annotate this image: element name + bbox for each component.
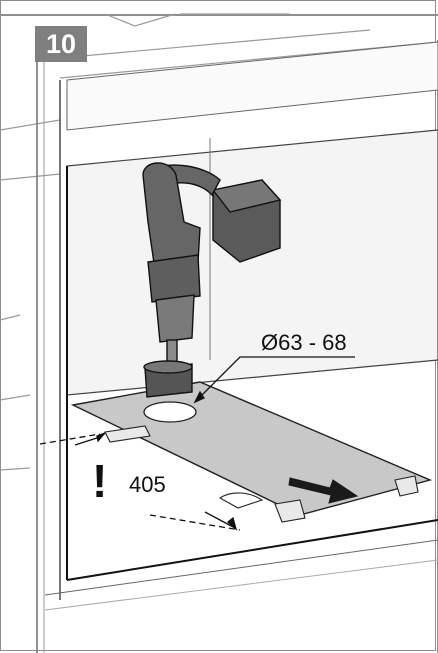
drill-icon: [142, 162, 282, 398]
hole-diameter-label: Ø63 - 68: [261, 330, 347, 355]
drill-hole-marker: [143, 401, 197, 423]
header-rule: [0, 14, 438, 16]
dimension-lines: [39, 356, 355, 531]
arrow-right-icon: [288, 477, 359, 504]
step-number-badge: 10: [35, 26, 87, 62]
distance-label: 405: [129, 472, 166, 497]
warning-icon: !: [92, 455, 108, 507]
cabinet-interior: [44, 41, 438, 611]
cabinet-outline: [36, 40, 438, 653]
drilling-template: [70, 381, 433, 523]
